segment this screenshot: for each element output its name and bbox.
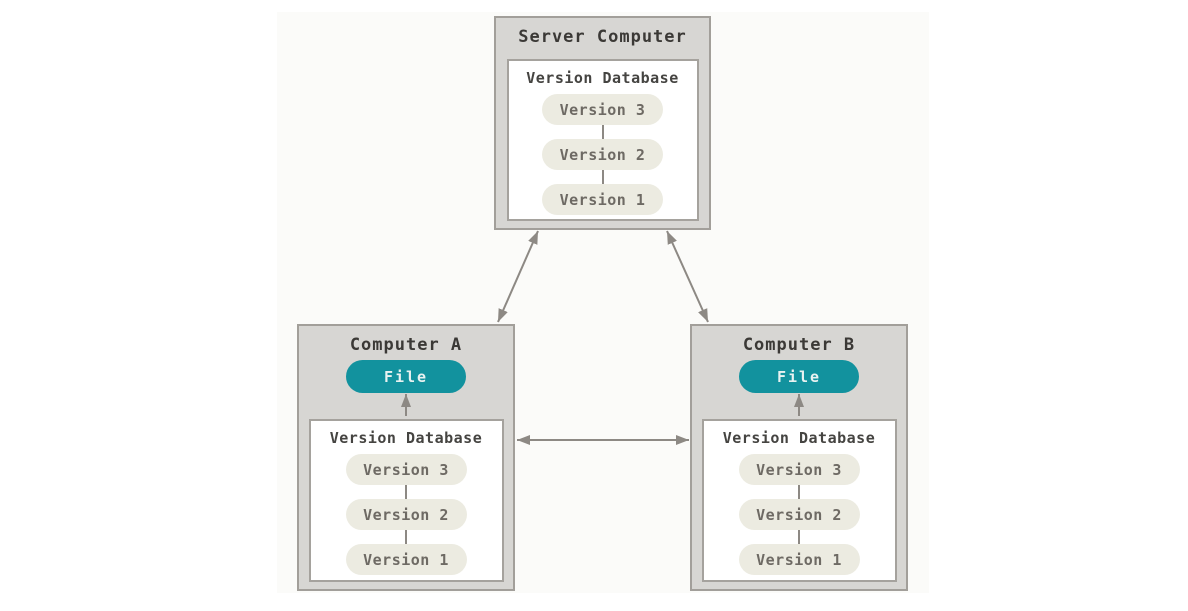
computer-a-title: Computer A: [349, 335, 463, 355]
computer-b-version-2-pill: Version 2: [738, 499, 860, 530]
computer-b-version-database-box: Version Database Version 3 Version 2 Ver…: [701, 419, 897, 582]
server-version-3-pill: Version 3: [542, 94, 663, 125]
computer-b-version-1-pill: Version 1: [738, 544, 860, 575]
version-link-line: [405, 485, 407, 499]
arrow-server-to-computer-a: [497, 230, 539, 323]
computer-a-version-1-pill: Version 1: [345, 544, 467, 575]
arrow-server-to-computer-b: [666, 230, 709, 323]
diagram-canvas: Server Computer Version Database Version…: [277, 12, 929, 593]
computer-a-version-3-pill: Version 3: [345, 454, 467, 485]
server-version-2-pill: Version 2: [542, 139, 663, 170]
computer-a-version-database-label: Version Database: [329, 429, 483, 447]
version-link-line: [798, 530, 800, 544]
server-version-database-box: Version Database Version 3 Version 2 Ver…: [506, 59, 699, 221]
computer-a-file-pill: File: [346, 360, 466, 393]
computer-a-version-2-pill: Version 2: [345, 499, 467, 530]
server-version-database-label: Version Database: [526, 69, 679, 87]
version-link-line: [798, 485, 800, 499]
computer-b-title: Computer B: [742, 335, 856, 355]
version-link-line: [601, 125, 604, 139]
version-link-line: [601, 170, 604, 184]
computer-b-version-database-label: Version Database: [722, 429, 876, 447]
computer-b-file-pill: File: [739, 360, 859, 393]
computer-b-version-3-pill: Version 3: [738, 454, 860, 485]
computer-a-version-database-box: Version Database Version 3 Version 2 Ver…: [308, 419, 504, 582]
computer-a-box: Computer A File Version Database Version…: [297, 324, 515, 591]
computer-b-box: Computer B File Version Database Version…: [690, 324, 908, 591]
server-computer-box: Server Computer Version Database Version…: [494, 16, 711, 230]
server-computer-title: Server Computer: [518, 27, 687, 47]
version-link-line: [405, 530, 407, 544]
server-version-1-pill: Version 1: [542, 184, 663, 215]
